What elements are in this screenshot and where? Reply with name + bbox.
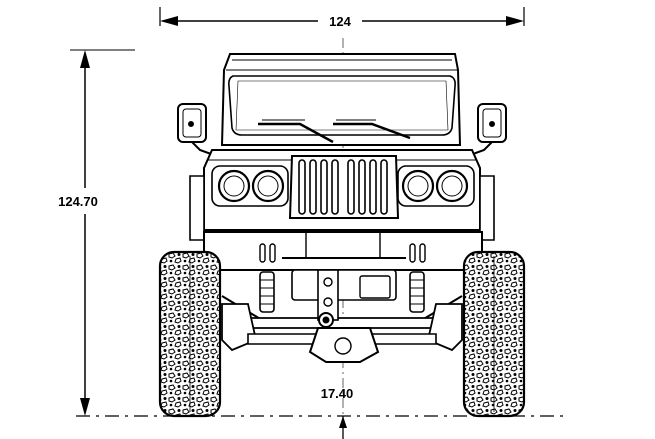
- height-dimension: 124.70: [58, 49, 135, 416]
- mirror-right: [461, 103, 507, 159]
- width-label: 124: [329, 14, 351, 29]
- headlight-left-inner: [251, 169, 285, 203]
- tire-right: [462, 250, 526, 418]
- cab: [220, 53, 462, 146]
- headlight-left-outer: [217, 169, 251, 203]
- shock-left: [259, 271, 275, 313]
- windshield: [228, 75, 456, 136]
- front-body: [189, 149, 495, 241]
- grille: [288, 155, 400, 219]
- headlight-bezel-right: [397, 165, 475, 207]
- height-label: 124.70: [58, 194, 98, 209]
- headlight-right-outer: [435, 169, 469, 203]
- width-dimension: 124: [159, 7, 525, 29]
- front-axle: [221, 269, 463, 363]
- arrow-head-icon: [160, 16, 178, 26]
- shock-right: [409, 271, 425, 313]
- wiper-right: [333, 122, 411, 140]
- arrow-head-icon: [80, 398, 90, 416]
- arrow-head-icon: [506, 16, 524, 26]
- differential: [308, 327, 380, 363]
- mirror-left: [177, 103, 223, 159]
- arrow-head-icon: [80, 50, 90, 68]
- headlight-bezel-left: [211, 165, 289, 207]
- wiper-left: [258, 122, 334, 144]
- arrow-head-icon: [339, 416, 347, 428]
- headlight-right-inner: [401, 169, 435, 203]
- front-bumper: [203, 231, 483, 271]
- truck-front-view: [158, 53, 526, 418]
- clearance-label: 17.40: [321, 386, 354, 401]
- tire-left: [158, 250, 222, 418]
